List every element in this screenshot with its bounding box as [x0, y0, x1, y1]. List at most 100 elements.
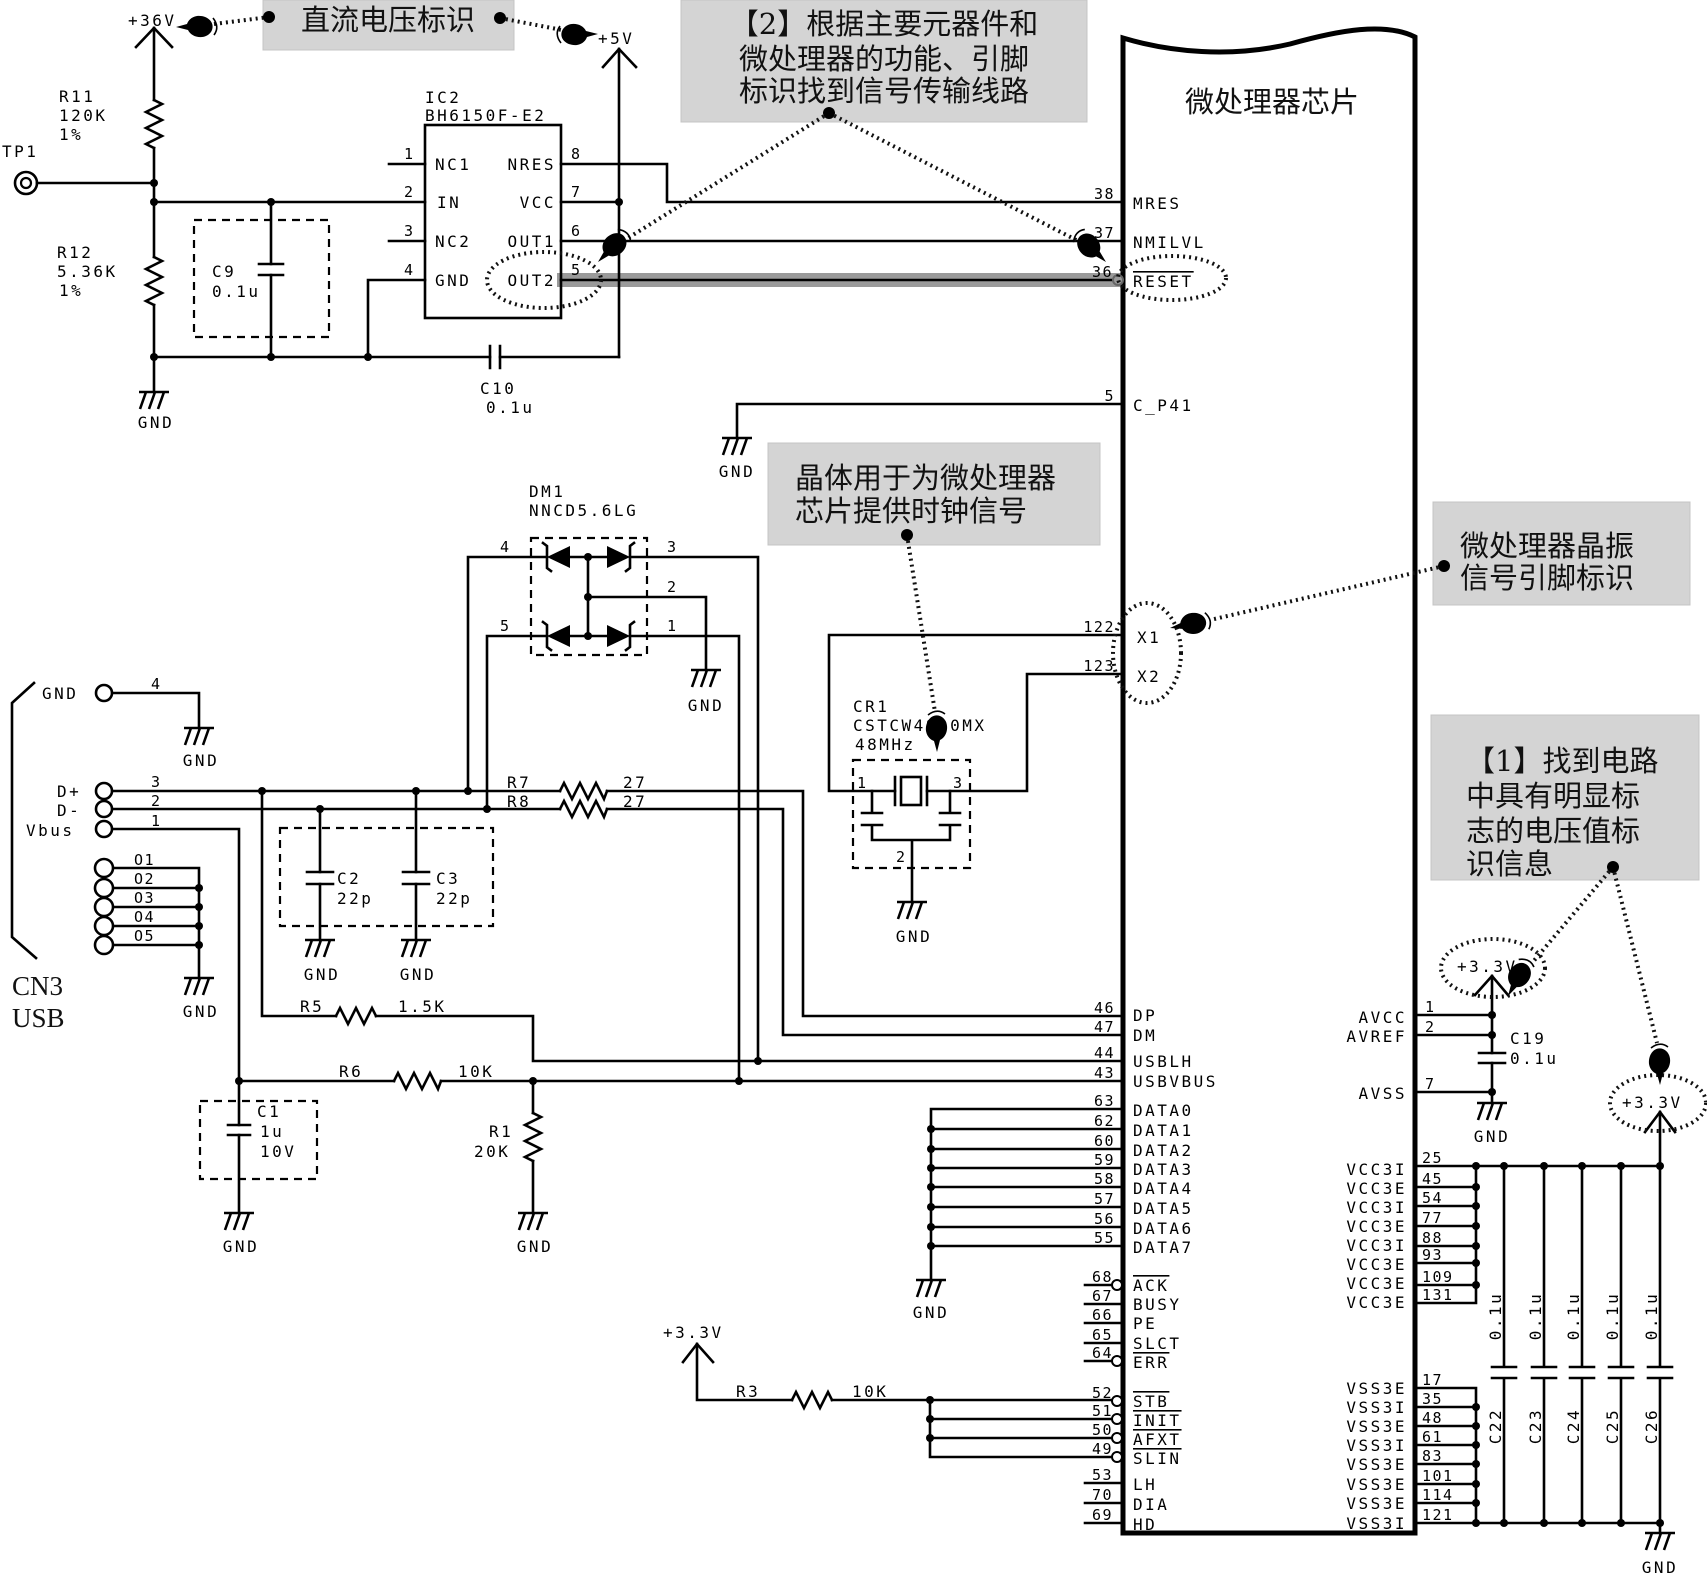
- r12-tolerance: 1%: [59, 281, 83, 300]
- mcu-left-pins: 38 MRES 37 NMILVL 36 RESET 5 C_P41 122 X…: [1083, 185, 1215, 1534]
- junction-dot: [927, 1223, 935, 1231]
- mcu-pin-number: 123: [1083, 657, 1115, 675]
- ic2-part: BH6150F-E2: [425, 106, 546, 125]
- mcu-pin-name: VSS3I: [1346, 1398, 1407, 1417]
- mcu-pin-name-reset: RESET: [1133, 272, 1194, 291]
- dm1-part: NNCD5.6LG: [529, 501, 638, 520]
- mcu-pin-name: HD: [1133, 1515, 1157, 1534]
- r7-value: 27: [623, 773, 647, 792]
- mcu-pin-name: VCC3I: [1346, 1198, 1407, 1217]
- mcu-pin-number: 50: [1092, 1421, 1113, 1439]
- junction-dot: [195, 884, 203, 892]
- wire-mres: [559, 162, 1125, 204]
- cn3-pin-number: 1: [151, 812, 162, 830]
- junction-dot: [926, 1396, 934, 1404]
- junction-dot: [1472, 1222, 1480, 1230]
- mcu-pin-name: DATA2: [1133, 1141, 1194, 1160]
- mcu-pin-number: 55: [1094, 1229, 1115, 1247]
- inversion-bubble: [1111, 1395, 1123, 1407]
- wire: [387, 162, 427, 243]
- cn3-shield-label: O3: [134, 889, 155, 907]
- pointing-hand-icon: [1648, 1043, 1671, 1086]
- mcu-pin-number: 109: [1422, 1268, 1454, 1286]
- dm1-ref: DM1: [529, 482, 565, 501]
- capacitor-c1-symbol: [226, 1123, 252, 1137]
- ground-icon: [720, 436, 754, 457]
- ic2-body: [423, 123, 563, 320]
- power-label-5v: +5V: [598, 29, 634, 48]
- mcu-pin-number: 88: [1422, 1229, 1443, 1247]
- gnd-label: GND: [183, 1002, 219, 1021]
- r3-ref: R3: [736, 1382, 760, 1401]
- connector-pin-icon: [94, 781, 114, 801]
- gnd-label: GND: [688, 696, 724, 715]
- zener-bar: [624, 541, 636, 573]
- mcu-pin-number: 67: [1092, 1287, 1113, 1305]
- c25-ref: C25: [1603, 1408, 1622, 1444]
- mcu-pin-name: VCC3E: [1346, 1255, 1407, 1274]
- junction-dot: [927, 1183, 935, 1191]
- mcu-pin-name: DATA4: [1133, 1179, 1194, 1198]
- capacitor-c26-symbol: [1646, 1164, 1674, 1525]
- leader-line: [1209, 564, 1445, 622]
- mcu-pin-number: 63: [1094, 1092, 1115, 1110]
- mcu-pin-name: VSS3E: [1346, 1417, 1407, 1436]
- ground-icon: [1475, 1101, 1509, 1122]
- connector-bracket: [10, 681, 38, 960]
- mcu-pin-number: 114: [1422, 1486, 1454, 1504]
- junction-dot: [584, 593, 592, 601]
- resistor-r1-symbol: [522, 1111, 544, 1163]
- connector-pin-icon: [93, 857, 115, 879]
- leader-dots: [263, 11, 1619, 873]
- junction-dot: [412, 787, 420, 795]
- gnd-label: GND: [138, 413, 174, 432]
- ic2-pin-name: NC2: [435, 232, 471, 251]
- mcu-pin-name: INIT: [1133, 1411, 1182, 1430]
- zener-bar: [541, 620, 553, 652]
- ground-icon: [1643, 1531, 1677, 1552]
- callout-text: 标识找到信号传输线路: [739, 74, 1029, 108]
- mcu-pin-number: 66: [1092, 1306, 1113, 1324]
- mcu-title: 微处理器芯片: [1185, 85, 1359, 119]
- mcu-pin-name: BUSY: [1133, 1295, 1182, 1314]
- junction-dot: [1472, 1242, 1480, 1250]
- junction-dot: [1578, 1162, 1586, 1170]
- highlight-ellipse-reset: [1116, 254, 1228, 302]
- junction-dot: [195, 941, 203, 949]
- mcu-pin-name: PE: [1133, 1314, 1157, 1333]
- mcu-pin-number: 1: [1425, 998, 1436, 1016]
- junction-dot: [927, 1125, 935, 1133]
- junction-dot: [1472, 1183, 1480, 1191]
- ic2-pin-name: IN: [437, 193, 461, 212]
- capacitor-c19-symbol: [1477, 1051, 1507, 1065]
- junction-dot: [1472, 1480, 1480, 1488]
- ic2-pin-name: GND: [435, 271, 471, 290]
- mcu-pin-name: AVREF: [1346, 1027, 1407, 1046]
- mcu-pin-name: DATA3: [1133, 1160, 1194, 1179]
- mcu-pin-number: 56: [1094, 1210, 1115, 1228]
- cr1-dashed-box: [851, 758, 972, 870]
- zener-diode-array-dm1: [541, 541, 636, 652]
- mcu-pin-name: VCC3E: [1346, 1293, 1407, 1312]
- junction-dot: [195, 922, 203, 930]
- mcu-pin-number: 45: [1422, 1170, 1443, 1188]
- mcu-pin-number: 2: [1425, 1018, 1436, 1036]
- dm1-pin-number: 2: [667, 578, 678, 596]
- capacitor-c9-symbol: [257, 262, 285, 277]
- power-label-3v3: +3.3V: [1457, 957, 1518, 976]
- leader-line: [1611, 866, 1659, 1044]
- junction-dot: [1500, 1162, 1508, 1170]
- ground-icon: [182, 726, 216, 747]
- cn3-pin-number: 2: [151, 792, 162, 810]
- mcu-pin-number: 43: [1094, 1064, 1115, 1082]
- leader-dot: [901, 529, 913, 541]
- resistor-r7-symbol: [558, 780, 609, 803]
- resistor-r12-symbol: [143, 255, 165, 307]
- mcu-pin-number: 46: [1094, 999, 1115, 1017]
- resistor-r11-symbol: [143, 98, 165, 150]
- mcu-pin-name: DATA1: [1133, 1121, 1194, 1140]
- junction-dot: [1488, 1088, 1496, 1096]
- callout-signal-path: 【2】根据主要元器件和 微处理器的功能、引脚 标识找到信号传输线路: [680, 0, 1088, 123]
- r3-value: 10K: [852, 1382, 888, 1401]
- junction-dot: [1472, 1281, 1480, 1289]
